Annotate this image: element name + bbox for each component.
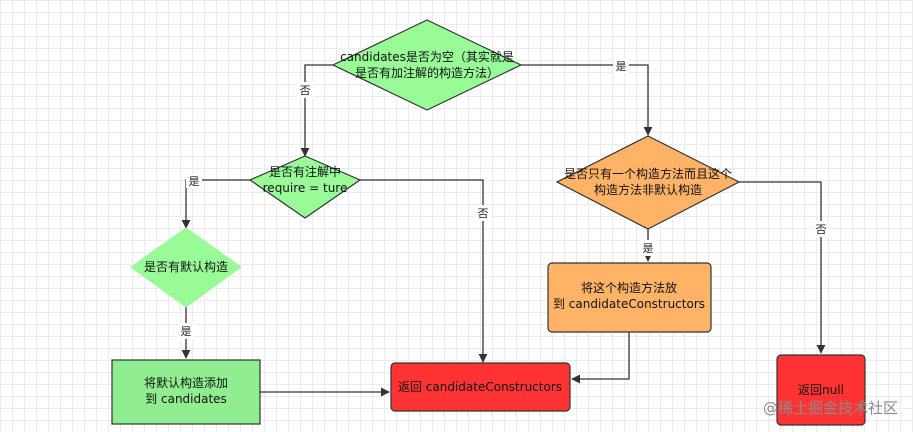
decision-require-true: 是否有注解中 require = ture (248, 155, 362, 219)
edges (181, 64, 826, 397)
decision-only-one-line2: 构造方法非默认构造 (594, 182, 702, 197)
decision-has-default-line1: 是否有默认构造 (144, 259, 228, 274)
edge-label-only-one-no: 否 (816, 223, 827, 236)
decision-candidates-empty-line2: 是否有加注解的构造方法） (355, 65, 499, 80)
edge-candidates-no (300, 64, 333, 157)
edge-labels: 否 是 是 否 是 是 否 (178, 59, 829, 339)
terminal-return-candidate: 返回 candidateConstructors (390, 362, 571, 412)
process-put-constructor-line1: 将这个构造方法放 (581, 280, 677, 295)
process-put-constructor-line2: 到 candidateConstructors (553, 297, 705, 311)
edge-candidates-yes (521, 64, 653, 136)
decision-require-true-line2: require = ture (263, 181, 348, 195)
decision-candidates-empty: candidates是否为空（其实就是 是否有加注解的构造方法） (331, 19, 523, 111)
edge-label-require-yes: 是 (189, 175, 200, 188)
decision-require-true-line1: 是否有注解中 (269, 164, 341, 179)
edge-label-candidates-yes: 是 (616, 60, 627, 73)
process-put-constructor: 将这个构造方法放 到 candidateConstructors (547, 262, 712, 333)
edge-put-to-return (571, 332, 630, 384)
terminal-return-candidate-line1: 返回 candidateConstructors (398, 380, 562, 394)
decision-only-one: 是否只有一个构造方法而且这个 构造方法非默认构造 (555, 135, 741, 230)
watermark: @稀土掘金技术社区 (763, 399, 898, 417)
edge-label-require-no: 否 (478, 207, 489, 220)
process-add-default-line2: 到 candidates (145, 392, 227, 406)
terminal-return-null-line1: 返回null (798, 383, 844, 397)
edge-require-no (360, 179, 488, 363)
edge-label-only-one-yes: 是 (643, 242, 654, 255)
decision-only-one-line1: 是否只有一个构造方法而且这个 (564, 166, 732, 181)
edge-only-one-no (739, 181, 826, 354)
decision-candidates-empty-line1: candidates是否为空（其实就是 (340, 49, 514, 64)
process-add-default: 将默认构造添加 到 candidates (111, 359, 261, 425)
decision-has-default: 是否有默认构造 (130, 227, 242, 308)
edge-label-default-yes: 是 (181, 325, 192, 338)
edge-label-candidates-no: 否 (300, 84, 311, 97)
terminal-return-null: 返回null (776, 354, 866, 426)
process-add-default-line1: 将默认构造添加 (144, 375, 228, 390)
